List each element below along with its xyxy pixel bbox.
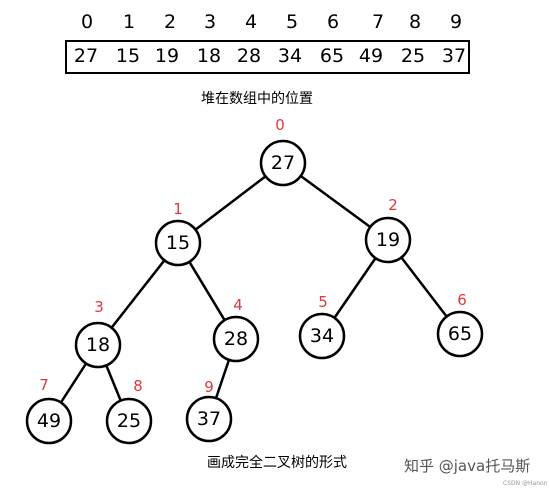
tree-node-value-6: 65	[448, 323, 472, 345]
tree-node-index-2: 2	[388, 196, 398, 214]
tree-node-value-7: 49	[37, 410, 61, 432]
tree-edge-2-6	[400, 256, 448, 318]
tree-node-4	[212, 315, 260, 363]
tree-edge-0-1	[194, 175, 267, 231]
array-index-9: 9	[449, 11, 463, 33]
array-index-4: 4	[244, 11, 258, 33]
array-index-7: 7	[371, 11, 385, 33]
tree-edge-3-8	[105, 364, 122, 402]
tree-node-index-0: 0	[275, 116, 285, 134]
tree-edge-2-5	[333, 257, 377, 319]
tree-node-value-8: 25	[117, 410, 141, 432]
watermark-small: CSDN @Hanon	[503, 480, 548, 487]
tree-node-index-4: 4	[233, 296, 243, 314]
tree-node-index-6: 6	[457, 291, 467, 309]
tree-node-value-0: 27	[271, 152, 295, 174]
tree-edge-3-7	[59, 362, 88, 404]
tree-node-2	[364, 216, 412, 264]
tree-edge-0-2	[300, 175, 371, 228]
tree-node-value-5: 34	[310, 325, 334, 347]
array-index-8: 8	[408, 11, 422, 33]
array-caption: 堆在数组中的位置	[201, 91, 313, 107]
tree-node-index-3: 3	[94, 298, 104, 316]
tree-node-index-9: 9	[204, 378, 214, 396]
tree-node-value-4: 28	[224, 328, 248, 350]
tree-node-value-1: 15	[166, 232, 190, 254]
array-value-7: 49	[358, 45, 384, 67]
array-index-0: 0	[80, 11, 94, 33]
array-index-5: 5	[285, 11, 299, 33]
array-value-4: 28	[236, 45, 262, 67]
array-index-6: 6	[326, 11, 340, 33]
tree-caption: 画成完全二叉树的形式	[207, 455, 347, 471]
array-value-8: 25	[400, 45, 426, 67]
tree-node-index-5: 5	[318, 293, 328, 311]
tree-edge-4-9	[214, 359, 231, 399]
tree-node-3	[74, 321, 122, 369]
array-index-2: 2	[163, 11, 177, 33]
tree-edge-1-4	[188, 261, 226, 321]
tree-node-7	[25, 397, 73, 445]
array-index-1: 1	[122, 11, 136, 33]
array-value-2: 19	[154, 45, 180, 67]
array-value-1: 15	[115, 45, 141, 67]
array-value-3: 18	[196, 45, 222, 67]
array-index-3: 3	[203, 11, 217, 33]
tree-node-index-7: 7	[39, 376, 49, 394]
watermark: 知乎 @java托马斯	[404, 457, 531, 475]
tree-node-index-1: 1	[173, 200, 183, 218]
array-value-6: 65	[319, 45, 345, 67]
tree-node-value-2: 19	[376, 229, 400, 251]
tree-node-9	[185, 395, 233, 443]
tree-edge-1-3	[110, 259, 166, 329]
array-box	[65, 40, 470, 74]
tree-node-8	[105, 397, 153, 445]
tree-node-1	[154, 219, 202, 267]
tree-node-value-9: 37	[197, 408, 221, 430]
tree-node-5	[298, 312, 346, 360]
tree-node-0	[259, 139, 307, 187]
tree-node-index-8: 8	[133, 377, 143, 395]
array-value-0: 27	[73, 45, 99, 67]
tree-node-6	[436, 310, 484, 358]
array-value-5: 34	[277, 45, 303, 67]
tree-node-value-3: 18	[86, 334, 110, 356]
array-value-9: 37	[441, 45, 467, 67]
